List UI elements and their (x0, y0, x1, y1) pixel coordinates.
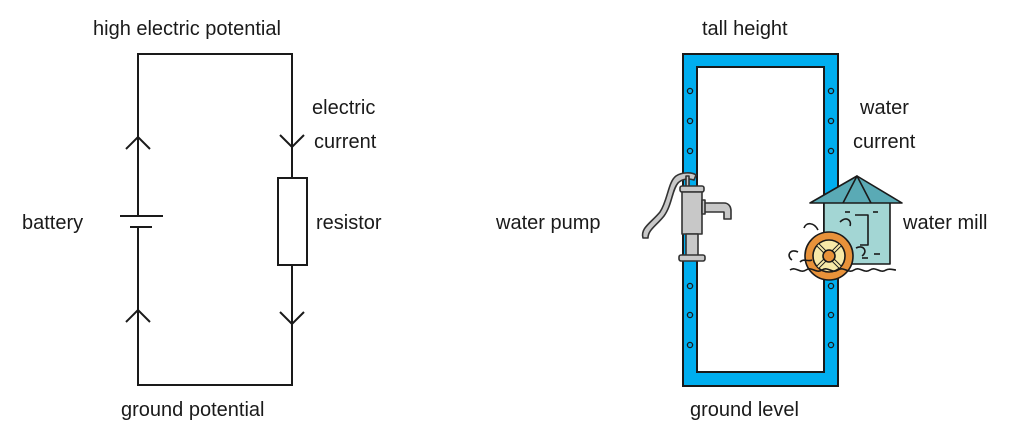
water-pipe (682, 53, 839, 387)
current-arrow-down-icon (279, 134, 305, 149)
circuit-bottom-label: ground potential (121, 399, 264, 421)
water-top-label: tall height (702, 18, 788, 40)
current-arrow-down-icon (279, 311, 305, 326)
battery-label: battery (22, 212, 83, 234)
water-current-label-2: current (853, 131, 916, 153)
water-current-label-1: water (859, 97, 909, 119)
circuit-current-label-1: electric (312, 97, 375, 119)
water-bottom-label: ground level (690, 399, 799, 421)
pipe-rivets (686, 87, 835, 349)
water-pipe-loop (682, 53, 839, 387)
water-mill-label: water mill (902, 212, 987, 234)
resistor-symbol (277, 177, 308, 266)
water-pump-label: water pump (495, 212, 601, 234)
water-mill-icon (788, 175, 903, 281)
circuit-top-label: high electric potential (93, 18, 281, 40)
electric-circuit (120, 53, 308, 386)
resistor-label: resistor (316, 212, 382, 234)
circuit-wire-left-top (137, 53, 293, 216)
current-arrow-up-icon (125, 135, 151, 150)
circuit-current-label-2: current (314, 131, 377, 153)
current-arrow-up-icon (125, 308, 151, 323)
circuit-wire-left-bottom (137, 227, 293, 386)
water-pump-icon (641, 172, 732, 262)
